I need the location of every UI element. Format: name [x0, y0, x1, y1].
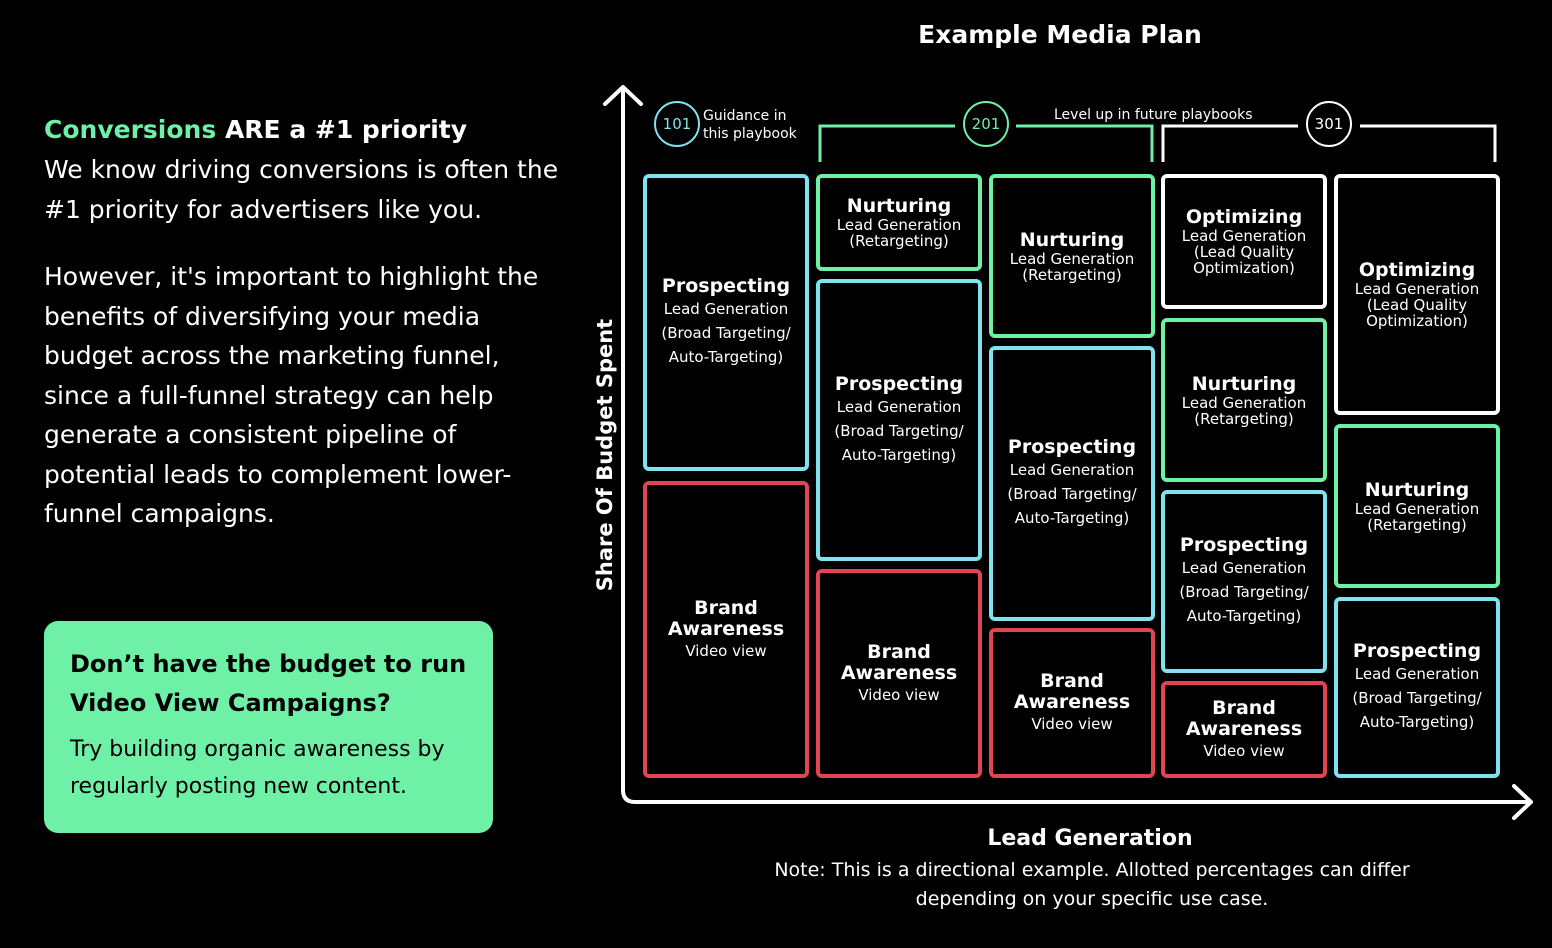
box-title: Prospecting: [661, 275, 791, 297]
box-line: (Broad Targeting/: [661, 324, 791, 342]
c1-brand-awareness-box: Brand Awareness Video view: [643, 481, 809, 778]
box-line: Lead Generation: [1354, 280, 1480, 298]
box-line: Optimization): [1366, 312, 1468, 330]
intro-paragraph: We know driving conversions is often the…: [44, 155, 559, 224]
box-title: Nurturing: [1364, 478, 1470, 501]
box-line: (Broad Targeting/: [1179, 583, 1309, 601]
callout-title: Don’t have the budget to run Video View …: [70, 650, 467, 717]
c5-optimizing-box: Optimizing Lead Generation (Lead Quality…: [1334, 174, 1500, 415]
box-line: (Broad Targeting/: [1007, 485, 1137, 503]
box-line: Auto-Targeting): [1359, 713, 1475, 731]
box-line: Video view: [858, 685, 940, 704]
c2-nurturing-box: Nurturing Lead Generation (Retargeting): [816, 174, 982, 271]
box-title: Optimizing: [1185, 206, 1303, 228]
box-title: Nurturing: [1019, 228, 1125, 251]
c4-prospecting-box: Prospecting Lead Generation (Broad Targe…: [1161, 490, 1327, 673]
level-201-badge: 201: [963, 101, 1009, 147]
level-101-badge: 101: [654, 101, 700, 147]
box-title: Prospecting: [834, 372, 964, 395]
box-title: Nurturing: [1191, 372, 1297, 395]
box-title: Awareness: [1185, 717, 1303, 740]
box-title: Brand: [1040, 670, 1104, 692]
box-line: Video view: [685, 641, 767, 660]
box-title: Brand: [867, 640, 931, 663]
box-title: Prospecting: [1007, 436, 1137, 458]
c4-brand-awareness-box: Brand Awareness Video view: [1161, 681, 1327, 778]
box-title: Awareness: [840, 661, 958, 684]
y-axis-label: Share Of Budget Spent: [593, 318, 617, 592]
box-line: Lead Generation: [1181, 559, 1307, 577]
c2-prospecting-box: Prospecting Lead Generation (Broad Targe…: [816, 279, 982, 561]
box-line: Auto-Targeting): [668, 348, 784, 366]
c1-prospecting-box: Prospecting Lead Generation (Broad Targe…: [643, 174, 809, 471]
box-title: Prospecting: [1179, 534, 1309, 556]
c5-nurturing-box: Nurturing Lead Generation (Retargeting): [1334, 424, 1500, 588]
box-title: Brand: [1212, 696, 1276, 719]
box-line: Lead Generation: [1009, 461, 1135, 479]
box-line: Video view: [1031, 715, 1113, 733]
bracket-201: [818, 124, 1154, 162]
c3-prospecting-box: Prospecting Lead Generation (Broad Targe…: [989, 346, 1155, 621]
future-playbooks-label: Level up in future playbooks: [1052, 106, 1255, 124]
box-line: (Lead Quality: [1366, 296, 1468, 314]
y-axis-line: [621, 86, 1532, 804]
headline: Conversions ARE a #1 priority: [44, 114, 467, 146]
box-line: Lead Generation: [1354, 499, 1480, 518]
bracket-301: [1161, 124, 1497, 162]
box-line: (Retargeting): [1022, 265, 1122, 284]
box-line: Lead Generation: [836, 216, 962, 234]
box-line: (Broad Targeting/: [1352, 689, 1482, 707]
box-title: Brand: [694, 596, 758, 619]
box-line: (Retargeting): [1367, 515, 1467, 534]
box-title: Awareness: [1013, 691, 1131, 713]
box-line: (Broad Targeting/: [834, 421, 964, 440]
funnel-paragraph: However, it's important to highlight the…: [44, 262, 539, 528]
box-line: Video view: [1203, 741, 1285, 760]
box-line: (Lead Quality: [1193, 243, 1295, 261]
box-title: Awareness: [667, 617, 785, 640]
box-title: Nurturing: [846, 195, 952, 217]
box-title: Optimizing: [1358, 259, 1476, 281]
callout-body: Try building organic awareness by regula…: [70, 737, 445, 799]
box-line: Auto-Targeting): [1014, 509, 1130, 527]
c4-optimizing-box: Optimizing Lead Generation (Lead Quality…: [1161, 174, 1327, 309]
box-line: (Retargeting): [849, 232, 949, 250]
box-line: Lead Generation: [1009, 249, 1135, 268]
diagram-title: Example Media Plan: [918, 20, 1202, 49]
directional-note: Note: This is a directional example. All…: [774, 859, 1410, 910]
guidance-label: Guidance in this playbook: [703, 107, 797, 143]
box-line: Auto-Targeting): [841, 445, 957, 464]
headline-accent: Conversions: [44, 115, 217, 144]
c3-brand-awareness-box: Brand Awareness Video view: [989, 628, 1155, 778]
y-axis-arrowhead: [603, 85, 643, 106]
box-line: Lead Generation: [836, 397, 962, 416]
guidance-line2: this playbook: [703, 126, 797, 142]
headline-rest: ARE a #1 priority: [224, 115, 468, 144]
guidance-line1: Guidance in: [703, 108, 787, 124]
budget-callout: Don’t have the budget to run Video View …: [44, 621, 493, 833]
c2-brand-awareness-box: Brand Awareness Video view: [816, 569, 982, 778]
box-line: Lead Generation: [663, 300, 789, 318]
box-line: Lead Generation: [1181, 227, 1307, 245]
box-title: Prospecting: [1352, 640, 1482, 662]
box-line: Lead Generation: [1181, 393, 1307, 412]
level-301-badge: 301: [1306, 101, 1352, 147]
c4-nurturing-box: Nurturing Lead Generation (Retargeting): [1161, 318, 1327, 482]
x-axis-label: Lead Generation: [987, 826, 1193, 851]
c5-prospecting-box: Prospecting Lead Generation (Broad Targe…: [1334, 597, 1500, 778]
x-axis-arrowhead: [1512, 784, 1533, 820]
box-line: Lead Generation: [1354, 665, 1480, 683]
c3-nurturing-box: Nurturing Lead Generation (Retargeting): [989, 174, 1155, 338]
box-line: Auto-Targeting): [1186, 607, 1302, 625]
box-line: (Retargeting): [1194, 409, 1294, 428]
box-line: Optimization): [1193, 259, 1295, 277]
